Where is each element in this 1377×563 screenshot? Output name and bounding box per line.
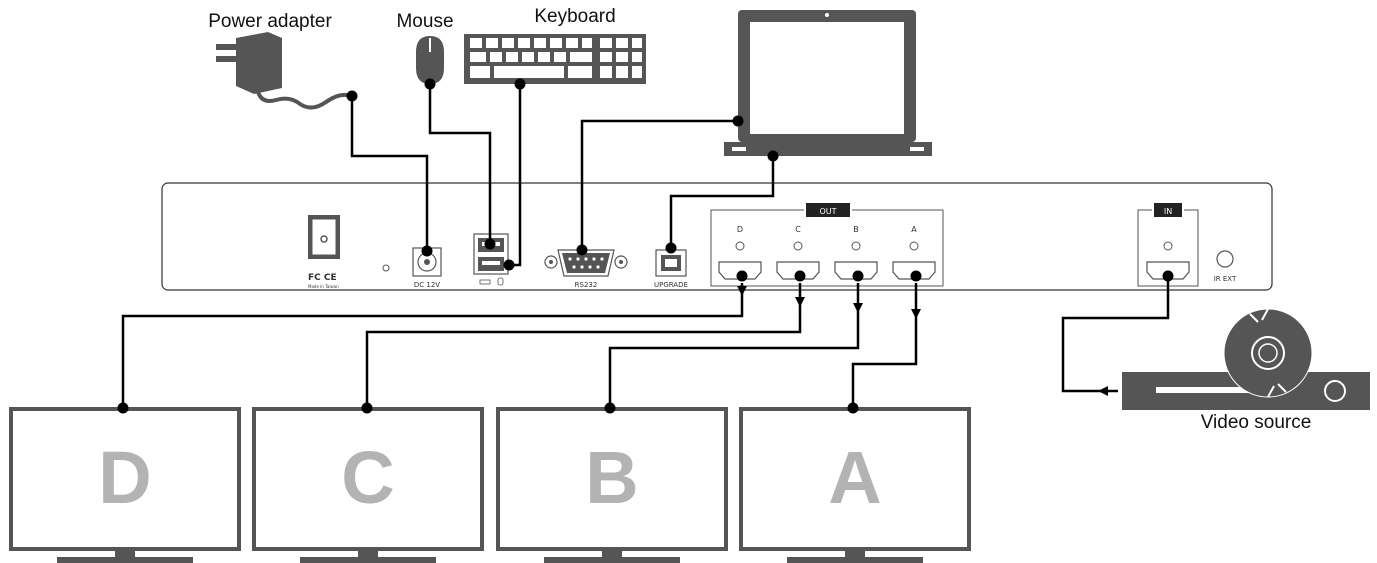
upgrade-port — [655, 249, 687, 277]
port-label-d: D — [737, 225, 743, 234]
mouse-port-icon — [497, 277, 504, 286]
hdmi-out-ports — [718, 261, 936, 280]
video-source-icon — [1122, 308, 1370, 410]
port-label-b: B — [853, 225, 859, 234]
monitor-a — [739, 407, 971, 563]
out-c-line — [365, 283, 802, 407]
ir-ext-port-icon — [1216, 250, 1234, 268]
upgrade-cable-line — [669, 156, 775, 248]
out-port-group — [710, 203, 944, 287]
monitor-d — [9, 407, 241, 563]
upgrade-label: UPGRADE — [654, 281, 688, 289]
in-line — [1061, 275, 1170, 393]
port-label-a: A — [911, 225, 917, 234]
in-label: IN — [1164, 207, 1172, 216]
power-adapter-label: Power adapter — [208, 11, 332, 32]
reset-hole-icon — [382, 264, 390, 272]
power-cable-line — [350, 96, 429, 251]
monitor-letter-b: B — [585, 436, 638, 519]
made-in-label: Made in Taiwan — [308, 284, 339, 289]
power-adapter-icon — [216, 32, 353, 110]
keyboard-icon — [464, 34, 646, 84]
monitor-b — [496, 407, 728, 563]
out-d-line — [121, 283, 744, 407]
out-label: OUT — [819, 207, 836, 216]
ir-ext-label: IR EXT — [1214, 275, 1237, 283]
monitor-letter-a: A — [828, 436, 881, 519]
rs232-port — [544, 249, 628, 277]
led-indicators — [735, 241, 1173, 251]
dc-label: DC 12V — [414, 281, 440, 289]
out-a-line — [851, 283, 918, 407]
laptop-icon — [724, 10, 932, 156]
splitter-device-panel: FC CE Made in Taiwan DC 12V — [161, 182, 1273, 291]
out-b-line — [608, 283, 860, 407]
power-switch — [308, 215, 340, 259]
arrowheads — [737, 286, 1108, 396]
fcc-ce-marks: FC CE — [308, 273, 337, 283]
mouse-label: Mouse — [396, 11, 453, 32]
monitor-letter-c: C — [341, 436, 394, 519]
monitor-c — [252, 407, 484, 563]
monitor-letter-d: D — [98, 436, 151, 519]
mouse-cable-line — [428, 84, 492, 244]
port-label-c: C — [795, 225, 801, 234]
rs232-label: RS232 — [575, 281, 598, 289]
mouse-icon — [416, 36, 444, 84]
video-source-label: Video source — [1201, 412, 1312, 433]
connection-dots — [117, 78, 1174, 414]
keyboard-port-icon — [479, 279, 491, 285]
keyboard-label: Keyboard — [534, 6, 615, 27]
rs232-cable-line — [580, 119, 738, 250]
